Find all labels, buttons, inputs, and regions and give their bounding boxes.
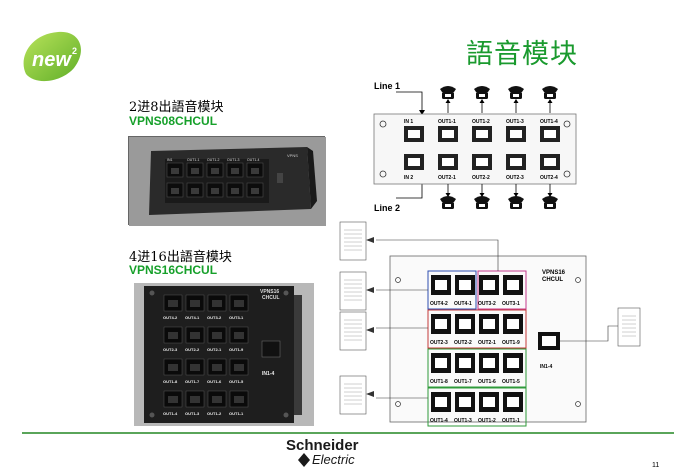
port-label: OUT1-4 bbox=[247, 158, 260, 162]
port-label: OUT1-8 bbox=[430, 379, 448, 385]
port-label: OUT1-4 bbox=[430, 418, 448, 424]
port-label: OUT1-4 bbox=[163, 411, 178, 416]
schneider-logo: Schneider Electric bbox=[278, 437, 368, 469]
badge-text: new bbox=[32, 49, 72, 71]
diagram1-bottom-label: IN 2 bbox=[404, 175, 413, 181]
diagram1-top-label: OUT1-1 bbox=[438, 119, 456, 125]
product2-tag-2: CHCUL bbox=[262, 295, 280, 301]
diagram1-top-label: OUT1-4 bbox=[540, 119, 558, 125]
diagram2-in-label: IN1-4 bbox=[540, 364, 552, 370]
logo-line2-wrap: Electric bbox=[298, 452, 368, 467]
logo-line2: Electric bbox=[312, 452, 355, 467]
port-label: OUT1-9 bbox=[229, 347, 244, 352]
telephone-icon bbox=[508, 196, 524, 209]
diagram1-top-label: OUT1-2 bbox=[472, 119, 490, 125]
telephone-icon bbox=[440, 196, 456, 209]
diagram1-bottom-label: OUT2-3 bbox=[506, 175, 524, 181]
product2-tag-1: VPNS16 bbox=[260, 289, 279, 295]
port-label: OUT1-6 bbox=[478, 379, 496, 385]
port-label: OUT1-7 bbox=[185, 379, 200, 384]
port-label: OUT1-5 bbox=[502, 379, 520, 385]
port-label: OUT1-5 bbox=[229, 379, 244, 384]
port-label: OUT2-3 bbox=[163, 347, 178, 352]
diagram1-bottom-label: OUT2-2 bbox=[472, 175, 490, 181]
port-label: OUT1-1 bbox=[187, 158, 200, 162]
port-label: OUT4-1 bbox=[454, 301, 472, 307]
port-label: OUT2-2 bbox=[185, 347, 200, 352]
port-label: OUT4-2 bbox=[163, 315, 178, 320]
punch-block bbox=[339, 221, 367, 261]
page-title: 語音模块 bbox=[466, 39, 578, 70]
telephone-icon bbox=[474, 86, 490, 99]
port-label: OUT1-1 bbox=[502, 418, 520, 424]
port-label: OUT1-9 bbox=[502, 340, 520, 346]
port-label: OUT3-1 bbox=[229, 315, 244, 320]
new-badge: new 2 bbox=[18, 28, 88, 84]
port-label: OUT1-3 bbox=[185, 411, 200, 416]
diagram2-tag-2: CHCUL bbox=[542, 277, 563, 283]
port-label: OUT1-7 bbox=[454, 379, 472, 385]
diagram1-line2: Line 2 bbox=[374, 203, 400, 213]
port-label: OUT2-2 bbox=[454, 340, 472, 346]
port-label: OUT1-8 bbox=[163, 379, 178, 384]
port-label: OUT1-6 bbox=[207, 379, 222, 384]
port-label: OUT3-2 bbox=[207, 315, 222, 320]
punch-block bbox=[339, 375, 367, 415]
telephone-icon bbox=[542, 86, 558, 99]
svg-text:2: 2 bbox=[72, 46, 77, 56]
page-number: 11 bbox=[652, 462, 660, 469]
schneider-mark-icon bbox=[298, 452, 310, 467]
telephone-icon bbox=[542, 196, 558, 209]
diagram1-bottom-label: OUT2-4 bbox=[540, 175, 558, 181]
punch-block bbox=[339, 271, 367, 311]
port-label: OUT4-1 bbox=[185, 315, 200, 320]
punch-block bbox=[339, 311, 367, 351]
port-label: OUT1-1 bbox=[229, 411, 244, 416]
port-label: OUT1-3 bbox=[227, 158, 240, 162]
port-label: OUT4-2 bbox=[430, 301, 448, 307]
product1-photo: IN1 OUT1-1 OUT1-2 OUT1-3 OUT1-4 VPNS bbox=[128, 136, 326, 226]
port-label: OUT3-2 bbox=[478, 301, 496, 307]
telephone-icon bbox=[440, 86, 456, 99]
product1-brand: VPNS bbox=[287, 153, 298, 158]
product2-in-label: IN1-4 bbox=[262, 371, 274, 377]
telephone-icon bbox=[474, 196, 490, 209]
port-label: OUT1-2 bbox=[478, 418, 496, 424]
product2-label: 4进16出語音模块 bbox=[129, 250, 232, 265]
product2-model: VPNS16CHCUL bbox=[129, 263, 218, 277]
diagram1-bottom-label: OUT2-1 bbox=[438, 175, 456, 181]
product1-model: VPNS08CHCUL bbox=[129, 114, 218, 128]
diagram1-top-label: IN 1 bbox=[404, 119, 413, 125]
product1-label: 2进8出語音模块 bbox=[129, 100, 224, 115]
port-label: OUT1-2 bbox=[207, 411, 222, 416]
port-label: OUT2-1 bbox=[207, 347, 222, 352]
diagram1-line1: Line 1 bbox=[374, 81, 400, 91]
port-label: OUT3-1 bbox=[502, 301, 520, 307]
diagram1: Line 1 Line 2 IN 1 OUT1-1 OUT1-2 OUT1-3 OUT1… bbox=[366, 78, 586, 218]
port-label: OUT1-2 bbox=[207, 158, 220, 162]
telephone-icon bbox=[508, 86, 524, 99]
logo-line1: Schneider bbox=[286, 437, 359, 454]
footer-rule bbox=[22, 432, 674, 434]
port-label: OUT2-1 bbox=[478, 340, 496, 346]
diagram2-tag-1: VPNS16 bbox=[542, 270, 566, 276]
diagram1-top-label: OUT1-3 bbox=[506, 119, 524, 125]
port-label: OUT2-3 bbox=[430, 340, 448, 346]
port-label: OUT1-3 bbox=[454, 418, 472, 424]
port-label: IN1 bbox=[167, 158, 173, 162]
